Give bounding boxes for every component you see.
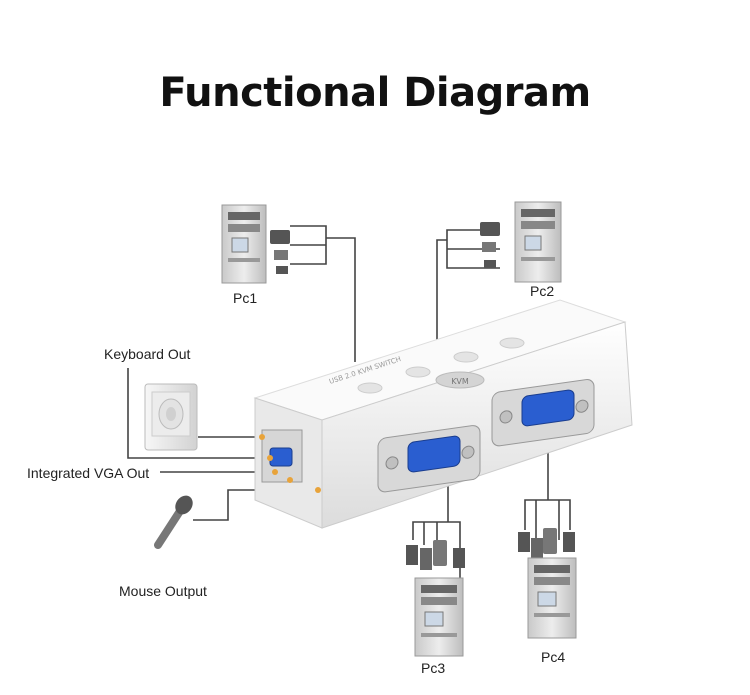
device-badge: KVM <box>451 377 469 386</box>
connector-dots <box>259 434 321 493</box>
pc4-cable <box>524 499 571 530</box>
speaker-icon <box>144 383 198 451</box>
pc1-tower-icon <box>221 204 267 284</box>
pc3-tower-icon <box>414 577 464 657</box>
cable-connectors <box>270 222 575 570</box>
label-pc1: Pc1 <box>233 290 258 306</box>
label-pc3: Pc3 <box>421 660 446 676</box>
pc2-cable <box>436 239 447 350</box>
pc1-cable <box>326 237 356 362</box>
microphone-icon <box>154 495 193 549</box>
pc2-tower-icon <box>514 201 562 283</box>
keyboard-out-line <box>127 368 270 459</box>
pc4-tower-icon <box>527 557 577 639</box>
label-pc2: Pc2 <box>530 283 555 299</box>
label-keyboard-out: Keyboard Out <box>104 346 191 362</box>
label-vga-out: Integrated VGA Out <box>27 465 150 481</box>
vga-port-pc4 <box>491 379 595 447</box>
diagram-title: Functional Diagram <box>159 70 591 116</box>
vga-port-pc3 <box>377 425 481 493</box>
label-pc4: Pc4 <box>541 649 566 665</box>
label-mouse-output: Mouse Output <box>119 583 207 599</box>
